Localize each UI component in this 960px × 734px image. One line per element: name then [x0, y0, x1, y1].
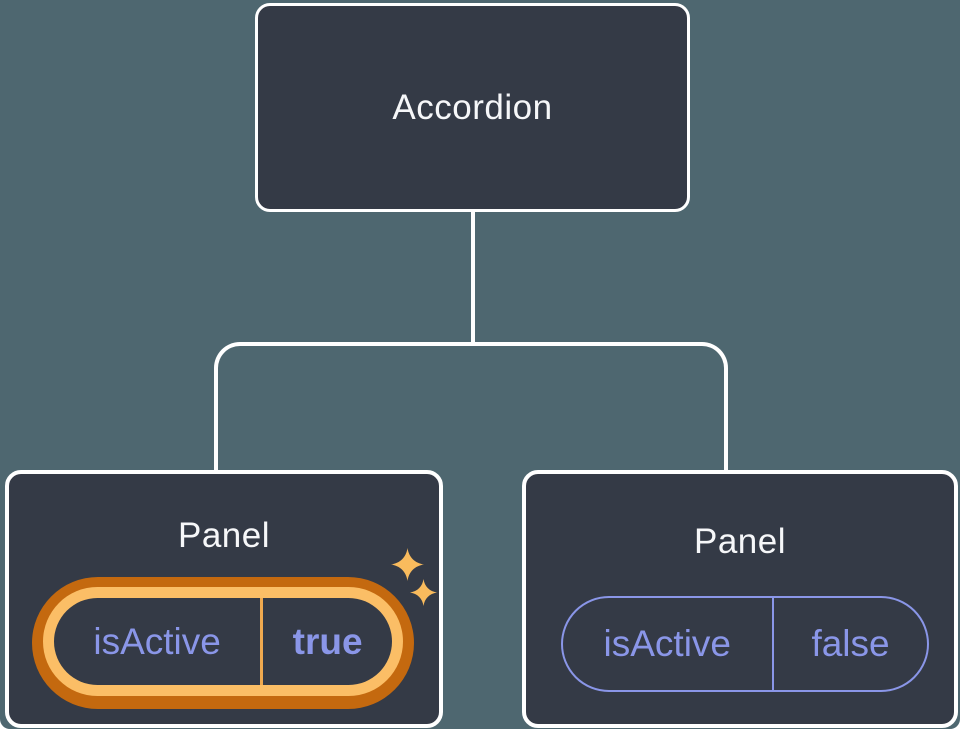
- prop-name: isActive: [603, 623, 732, 664]
- accordion-node: Accordion: [255, 3, 690, 212]
- connector-stem: [471, 210, 475, 346]
- panel-node-inactive: Panel isActive false: [522, 470, 958, 728]
- prop-value: false: [811, 623, 890, 664]
- prop-pill-active-gold-ring: isActive true: [43, 587, 403, 696]
- panel-node-active: Panel isActive true: [5, 470, 443, 728]
- panel-node-label: Panel: [177, 516, 271, 555]
- sparkle-icon: [391, 548, 424, 581]
- prop-pill-inactive: isActive false: [561, 596, 929, 692]
- prop-pill-divider: [260, 598, 264, 685]
- prop-pill-active-core: isActive true: [54, 598, 392, 685]
- sparkle-icon: [410, 579, 437, 606]
- prop-pill-active: isActive true: [32, 577, 414, 709]
- prop-name: isActive: [93, 620, 221, 662]
- prop-pill-divider: [771, 598, 775, 690]
- connector-bracket: [214, 342, 728, 470]
- prop-value: true: [292, 620, 363, 662]
- accordion-node-label: Accordion: [392, 87, 553, 127]
- panel-node-label: Panel: [693, 522, 787, 561]
